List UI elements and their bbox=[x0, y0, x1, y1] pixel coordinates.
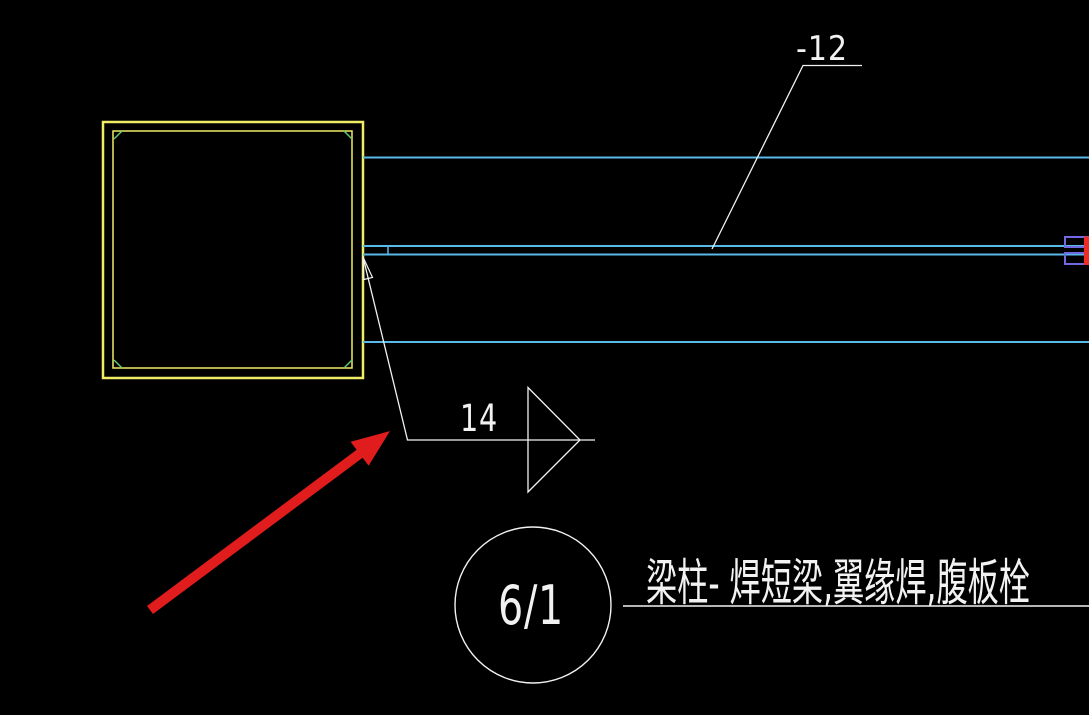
column-outer-wall bbox=[101, 120, 365, 380]
detail-number-label: 6/1 bbox=[498, 574, 564, 637]
weld-callout: 14 bbox=[362, 256, 595, 494]
beam-outline bbox=[363, 156, 1089, 343]
weld-size-label: 14 bbox=[460, 397, 498, 440]
weld-triangle-symbol bbox=[527, 385, 581, 494]
beam-splice bbox=[1064, 236, 1089, 265]
plate-callout-leader-line bbox=[711, 64, 862, 250]
annotation-arrow-shaft bbox=[147, 447, 365, 615]
column-section bbox=[101, 120, 365, 380]
splice-plate-top bbox=[1064, 236, 1089, 248]
splice-end-mark bbox=[1084, 236, 1089, 265]
corner-chamfer-top-left bbox=[113, 130, 123, 140]
column-inner-wall bbox=[112, 130, 353, 369]
annotation-arrow bbox=[147, 431, 390, 615]
detail-title-text: 梁柱- 焊短梁,翼缘焊,腹板栓 bbox=[646, 554, 1030, 612]
annotation-arrow-head bbox=[350, 431, 390, 466]
plate-thickness-label: -12 bbox=[796, 29, 848, 69]
corner-chamfer-top-right bbox=[343, 130, 353, 140]
splice-plate-bottom bbox=[1064, 252, 1089, 265]
detail-bubble: 6/1 梁柱- 焊短梁,翼缘焊,腹板栓 bbox=[454, 526, 1089, 684]
corner-chamfer-bottom-left bbox=[113, 359, 123, 369]
detail-bubble-circle bbox=[454, 526, 612, 684]
weld-leader-line bbox=[362, 256, 595, 441]
plate-thickness-callout: -12 bbox=[711, 29, 862, 250]
corner-chamfer-bottom-right bbox=[343, 359, 353, 369]
